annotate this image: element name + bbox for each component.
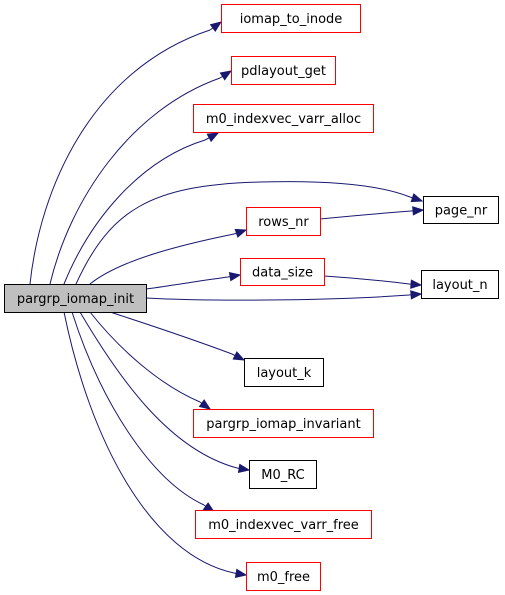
node-box [221, 4, 361, 33]
edge-arrowhead [219, 70, 233, 81]
edge-arrowhead [232, 351, 246, 361]
edge-pargrp_iomap_init-to-m0_indexvec_varr_alloc [63, 132, 220, 285]
edge-pargrp_iomap_init-to-pargrp_iomap_invariant [89, 311, 212, 410]
edge-line [89, 311, 201, 403]
edge-line [71, 311, 205, 506]
node-label: m0_indexvec_varr_alloc [206, 112, 361, 127]
edge-pargrp_iomap_init-to-layout_n [145, 290, 423, 301]
node-label: rows_nr [258, 215, 309, 230]
node-label: layout_k [257, 366, 312, 381]
edge-data_size-to-layout_n [323, 275, 423, 289]
edge-line [89, 233, 235, 285]
edge-line [109, 311, 233, 355]
node-box [195, 510, 372, 539]
node-pdlayout-get[interactable]: pdlayout_get [231, 56, 336, 85]
edge-pargrp_iomap_init-to-m0_free [63, 311, 248, 578]
edge-line [323, 275, 410, 285]
call-graph-nodes: pargrp_iomap_init iomap_to_inode pdlayout_… [4, 4, 499, 591]
node-box [423, 196, 499, 224]
edge-line [319, 210, 412, 220]
edge-line [49, 77, 221, 285]
edge-arrowhead [234, 228, 248, 238]
edge-arrowhead [198, 399, 212, 410]
edge-line [145, 276, 229, 290]
edge-pargrp_iomap_init-to-page_nr [75, 181, 424, 285]
call-graph-edges [29, 21, 425, 578]
node-box [244, 358, 324, 387]
node-iomap-to-inode[interactable]: iomap_to_inode [221, 4, 361, 33]
edge-arrowhead [410, 193, 424, 203]
edge-arrowhead [412, 206, 425, 216]
edge-arrowhead [410, 279, 423, 289]
node-m0-indexvec-varr-free[interactable]: m0_indexvec_varr_free [195, 510, 372, 539]
node-box [240, 258, 325, 286]
node-label: m0_indexvec_varr_free [208, 518, 359, 533]
node-label: pargrp_iomap_invariant [206, 417, 360, 432]
node-label: M0_RC [261, 468, 304, 483]
edge-pargrp_iomap_init-to-layout_k [109, 311, 246, 361]
node-label: page_nr [435, 204, 488, 219]
node-label: iomap_to_inode [240, 12, 343, 27]
node-data-size[interactable]: data_size [240, 258, 325, 286]
node-label: layout_n [432, 278, 487, 293]
node-m0-indexvec-varr-alloc[interactable]: m0_indexvec_varr_alloc [193, 104, 374, 133]
edge-line [145, 294, 410, 301]
node-box [231, 56, 336, 85]
node-label: data_size [252, 266, 313, 281]
edge-arrowhead [206, 132, 220, 143]
edge-pargrp_iomap_init-to-pdlayout_get [49, 70, 233, 285]
node-box [249, 460, 317, 489]
node-box [4, 284, 147, 313]
node-box [421, 270, 499, 299]
edge-arrowhead [209, 21, 223, 33]
edge-line [75, 181, 411, 285]
node-m0-rc: M0_RC [249, 460, 317, 489]
node-layout-k: layout_k [244, 358, 324, 387]
edge-rows_nr-to-page_nr [319, 206, 425, 220]
edge-pargrp_iomap_init-to-data_size [145, 272, 242, 290]
node-box [246, 562, 321, 591]
edge-pargrp_iomap_init-to-rows_nr [89, 228, 248, 285]
edge-line [29, 29, 211, 285]
edge-pargrp_iomap_init-to-M0_RC [79, 311, 251, 473]
node-m0-free[interactable]: m0_free [246, 562, 321, 591]
node-box [246, 207, 321, 236]
edge-arrowhead [234, 568, 248, 578]
node-page-nr: page_nr [423, 196, 499, 224]
edge-line [63, 139, 206, 285]
node-pargrp-iomap-init: pargrp_iomap_init [4, 284, 147, 313]
edge-pargrp_iomap_init-to-iomap_to_inode [29, 21, 223, 285]
node-box [193, 409, 374, 438]
node-layout-n: layout_n [421, 270, 499, 299]
edge-arrowhead [410, 290, 423, 300]
edge-arrowhead [228, 272, 242, 282]
edge-pargrp_iomap_init-to-m0_indexvec_varr_free [71, 311, 216, 513]
edge-line [63, 311, 235, 574]
node-rows-nr[interactable]: rows_nr [246, 207, 321, 236]
node-label: pdlayout_get [241, 64, 326, 79]
node-pargrp-iomap-invariant[interactable]: pargrp_iomap_invariant [193, 409, 374, 438]
edge-line [79, 311, 238, 469]
node-label: m0_free [257, 570, 310, 585]
node-label: pargrp_iomap_init [17, 292, 134, 307]
edge-arrowhead [237, 463, 251, 473]
node-box [193, 104, 374, 133]
